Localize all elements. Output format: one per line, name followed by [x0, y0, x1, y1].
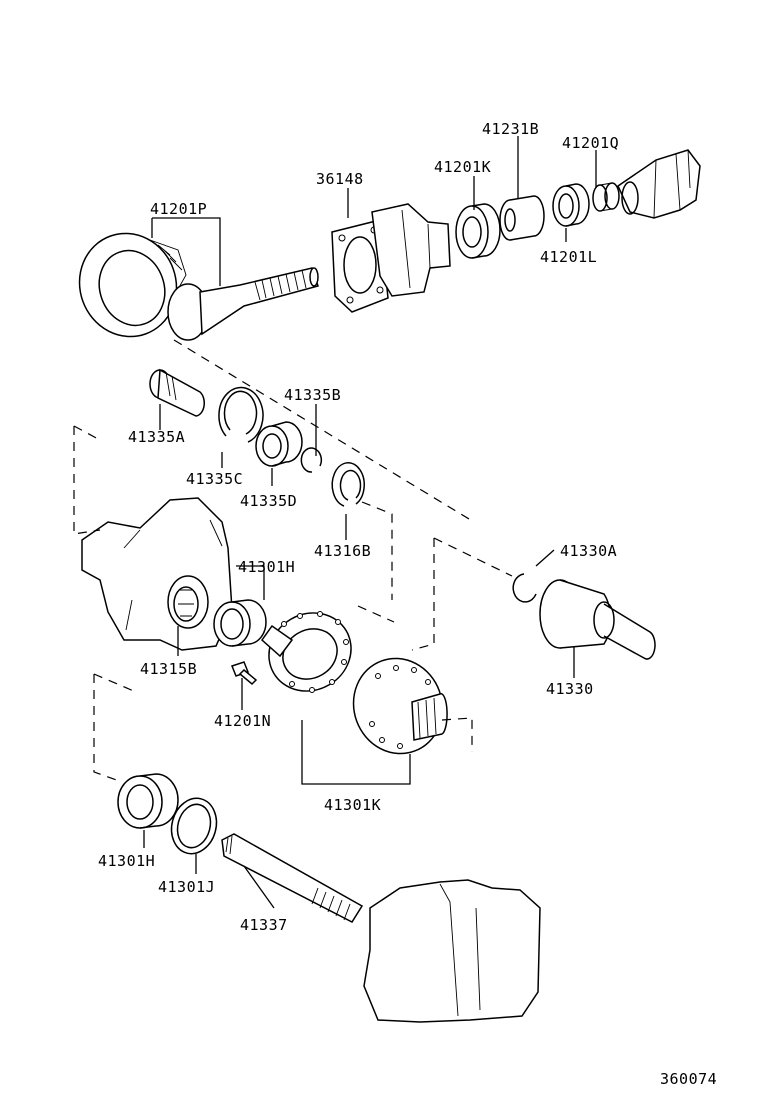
label-41335D: 41335D — [240, 492, 297, 510]
ring-gear — [78, 232, 187, 338]
pinion-shaft-41335A — [149, 368, 205, 417]
nut-41201Q — [592, 182, 620, 212]
bearing-41301H-top — [213, 599, 267, 647]
carrier-41330 — [539, 579, 656, 660]
label-41301H-top: 41301H — [238, 558, 295, 576]
snap-ring-41335C — [218, 386, 264, 443]
bearing-41201K — [455, 203, 501, 259]
extension-housing — [331, 203, 451, 313]
bolt-41201N — [231, 661, 258, 686]
diff-case-half-b — [352, 657, 448, 755]
label-41335B: 41335B — [284, 386, 341, 404]
side-gear-41315B — [167, 575, 209, 629]
companion-flange — [617, 149, 701, 219]
label-36148: 36148 — [316, 170, 364, 188]
label-41201L: 41201L — [540, 248, 597, 266]
label-41330: 41330 — [546, 680, 594, 698]
leader-lines — [143, 136, 597, 909]
diff-case-half-a — [260, 611, 352, 693]
label-41335C: 41335C — [186, 470, 243, 488]
label-41201Q: 41201Q — [562, 134, 619, 152]
snap-ring-41335B — [300, 447, 323, 473]
bearing-41201L — [552, 183, 590, 227]
label-41301K: 41301K — [324, 796, 381, 814]
snap-ring-41330A — [512, 573, 537, 603]
label-41201K: 41201K — [434, 158, 491, 176]
snap-ring-41316B — [331, 462, 365, 507]
label-41201P: 41201P — [150, 200, 207, 218]
label-41330A: 41330A — [560, 542, 617, 560]
alignment-dashes — [73, 339, 513, 783]
label-41337: 41337 — [240, 916, 288, 934]
label-41335A: 41335A — [128, 428, 185, 446]
differential-case-left — [81, 497, 233, 651]
diagram-id: 360074 — [660, 1070, 717, 1088]
pinion-gear-shaft — [167, 267, 319, 341]
bearing-41301H-bottom — [117, 773, 179, 829]
spacer-41231B — [499, 195, 545, 241]
shaft-41337 — [221, 833, 364, 923]
label-41316B: 41316B — [314, 542, 371, 560]
label-41315B: 41315B — [140, 660, 197, 678]
race-41301J — [170, 797, 218, 855]
transaxle-case — [363, 879, 541, 1023]
label-41301H-bottom: 41301H — [98, 852, 155, 870]
bearing-41335D — [255, 421, 303, 467]
label-41231B: 41231B — [482, 120, 539, 138]
label-41201N: 41201N — [214, 712, 271, 730]
label-41301J: 41301J — [158, 878, 215, 896]
